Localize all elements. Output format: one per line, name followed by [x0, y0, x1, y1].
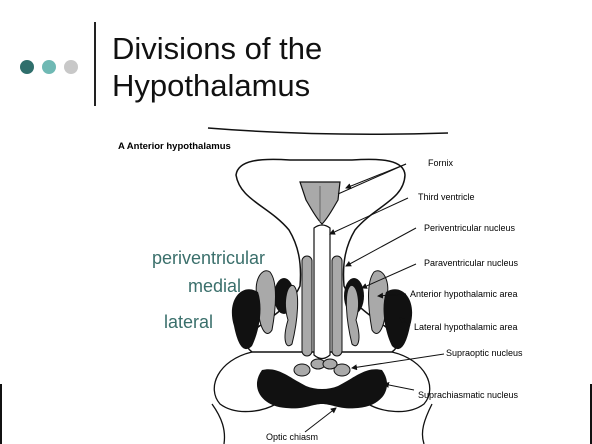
periventricular-right	[332, 256, 342, 356]
label-periventricular-nucleus: Periventricular nucleus	[424, 223, 516, 233]
title-divider	[94, 22, 96, 106]
label-paraventricular-nucleus: Paraventricular nucleus	[424, 258, 519, 268]
leader-optic-chiasm	[305, 408, 336, 432]
leader-paraventricular	[362, 264, 416, 288]
label-suprachiasmatic-nucleus: Suprachiasmatic nucleus	[418, 390, 519, 400]
label-third-ventricle: Third ventricle	[418, 192, 475, 202]
leader-supraoptic	[352, 354, 444, 368]
leader-suprachiasmatic	[384, 384, 414, 390]
supraoptic-mid-right	[323, 359, 337, 369]
bullet-dot-light	[64, 60, 78, 74]
title-line-2: Hypothalamus	[112, 68, 310, 103]
suprachiasmatic-nucleus-shape	[257, 369, 387, 408]
label-supraoptic-nucleus: Supraoptic nucleus	[446, 348, 523, 358]
side-label-lateral: lateral	[164, 312, 213, 332]
slide-border-left	[0, 384, 2, 444]
periventricular-left	[302, 256, 312, 356]
side-label-periventricular: periventricular	[152, 248, 265, 268]
top-boundary-line	[208, 128, 448, 134]
bullet-dot-mid	[42, 60, 56, 74]
label-optic-chiasm: Optic chiasm	[266, 432, 318, 442]
diagram-heading: A Anterior hypothalamus	[118, 141, 231, 152]
hypothalamus-diagram: A Anterior hypothalamus	[100, 118, 570, 444]
leader-periventricular	[346, 228, 416, 266]
label-fornix: Fornix	[428, 158, 454, 168]
slide-title: Divisions of the Hypothalamus	[112, 30, 322, 104]
bottom-curve-right	[422, 404, 432, 444]
supraoptic-left	[294, 364, 310, 376]
label-anterior-hypothalamic-area: Anterior hypothalamic area	[410, 289, 518, 299]
bottom-curve-left	[212, 404, 225, 444]
label-lateral-hypothalamic-area: Lateral hypothalamic area	[414, 322, 518, 332]
title-line-1: Divisions of the	[112, 31, 322, 66]
third-ventricle	[314, 225, 330, 359]
side-label-medial: medial	[188, 276, 241, 296]
bullet-dot-dark	[20, 60, 34, 74]
